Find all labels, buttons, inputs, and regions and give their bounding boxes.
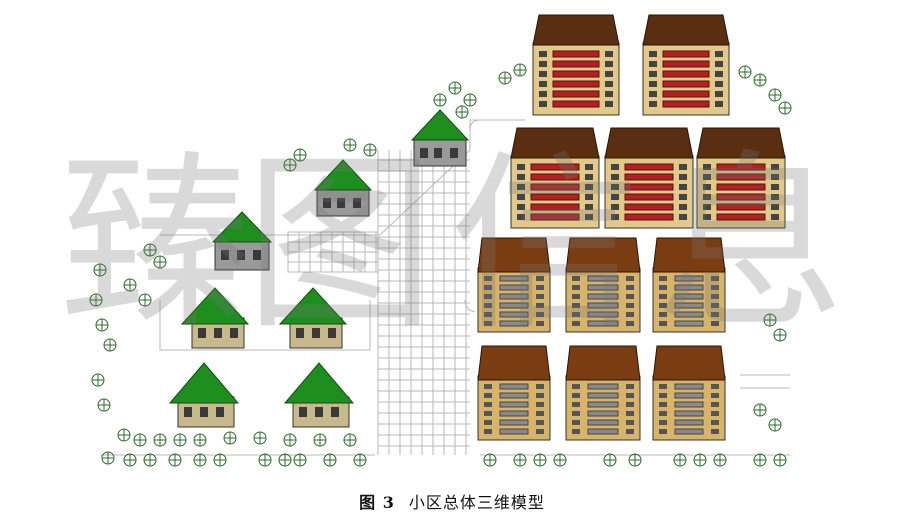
tan-apartment-building: [565, 345, 641, 441]
tan-apartment-group: [477, 237, 726, 441]
tree-icon: [713, 453, 727, 467]
tree-icon: [353, 453, 367, 467]
brick-apartment-building: [532, 14, 620, 116]
tree-icon: [768, 418, 782, 432]
tree-icon: [173, 433, 187, 447]
tree-icon: [778, 101, 792, 115]
tan-apartment-building: [477, 345, 551, 441]
brick-apartment-group: [510, 14, 786, 229]
tree-icon: [193, 453, 207, 467]
villa-group: [168, 109, 470, 428]
tan-apartment-building: [652, 345, 726, 441]
tree-icon: [533, 453, 547, 467]
villa-building: [283, 362, 355, 428]
tree-icon: [673, 453, 687, 467]
tan-apartment-building: [477, 237, 551, 333]
tree-icon: [513, 453, 527, 467]
tree-icon: [498, 71, 512, 85]
tree-icon: [143, 453, 157, 467]
tree-icon: [628, 453, 642, 467]
tree-icon: [258, 453, 272, 467]
tree-icon: [313, 433, 327, 447]
tree-icon: [753, 403, 767, 417]
watermark-char: 图: [245, 134, 436, 355]
villa-building: [180, 287, 250, 349]
tree-icon: [101, 451, 115, 465]
tan-apartment-building: [652, 237, 726, 333]
tree-icon: [753, 453, 767, 467]
brick-apartment-building: [604, 127, 694, 229]
tree-icon: [483, 453, 497, 467]
tree-icon: [513, 63, 527, 77]
paved-plaza-grid: [100, 119, 790, 456]
villa-building: [278, 287, 348, 349]
tree-icon: [143, 243, 157, 257]
villa-building: [410, 109, 470, 167]
tree-icon: [553, 453, 567, 467]
tree-icon: [283, 158, 297, 172]
figure-label: 图 3: [359, 493, 395, 512]
tree-icon: [448, 81, 462, 95]
tree-icon: [97, 398, 111, 412]
villa-building: [313, 159, 373, 217]
tree-icon: [93, 263, 107, 277]
tree-icon: [153, 255, 167, 269]
tree-icon: [253, 431, 267, 445]
site-model-diagram: [89, 14, 792, 467]
tree-icon: [123, 453, 137, 467]
tree-icon: [738, 65, 752, 79]
tree-icon: [455, 105, 469, 119]
tree-icon: [95, 318, 109, 332]
tree-icon: [753, 73, 767, 87]
tree-icon: [278, 453, 292, 467]
tree-icon: [168, 453, 182, 467]
tree-icon: [117, 428, 131, 442]
tree-icon: [123, 278, 137, 292]
tree-icon: [343, 138, 357, 152]
tree-icon: [138, 293, 152, 307]
figure-title: 小区总体三维模型: [408, 493, 545, 512]
tan-apartment-building: [565, 237, 641, 333]
tree-icon: [343, 433, 357, 447]
tree-icon: [193, 433, 207, 447]
tree-icon: [293, 453, 307, 467]
villa-building: [211, 211, 273, 271]
tree-icon: [153, 433, 167, 447]
tree-icon: [773, 328, 787, 342]
brick-apartment-building: [696, 127, 786, 229]
tree-icon: [133, 433, 147, 447]
tree-icon: [693, 453, 707, 467]
tree-icon: [363, 143, 377, 157]
villa-building: [168, 362, 240, 428]
watermark-char: 臻: [60, 134, 251, 355]
brick-apartment-building: [510, 127, 600, 229]
watermark-char: 信: [450, 134, 641, 355]
tree-icon: [603, 453, 617, 467]
tree-icon: [213, 453, 227, 467]
tree-icon: [768, 88, 782, 102]
tree-icon: [91, 373, 105, 387]
tree-icon: [293, 148, 307, 162]
tree-icon: [323, 453, 337, 467]
tree-icon: [223, 431, 237, 445]
tree-icon: [433, 93, 447, 107]
figure-caption: 图 3 小区总体三维模型: [0, 489, 904, 513]
tree-icon: [773, 453, 787, 467]
tree-group: [89, 63, 792, 467]
tree-icon: [283, 433, 297, 447]
brick-apartment-building: [642, 14, 730, 116]
tree-icon: [89, 293, 103, 307]
watermark-char: 息: [655, 134, 846, 355]
tree-icon: [103, 338, 117, 352]
tree-icon: [463, 93, 477, 107]
tree-icon: [763, 313, 777, 327]
